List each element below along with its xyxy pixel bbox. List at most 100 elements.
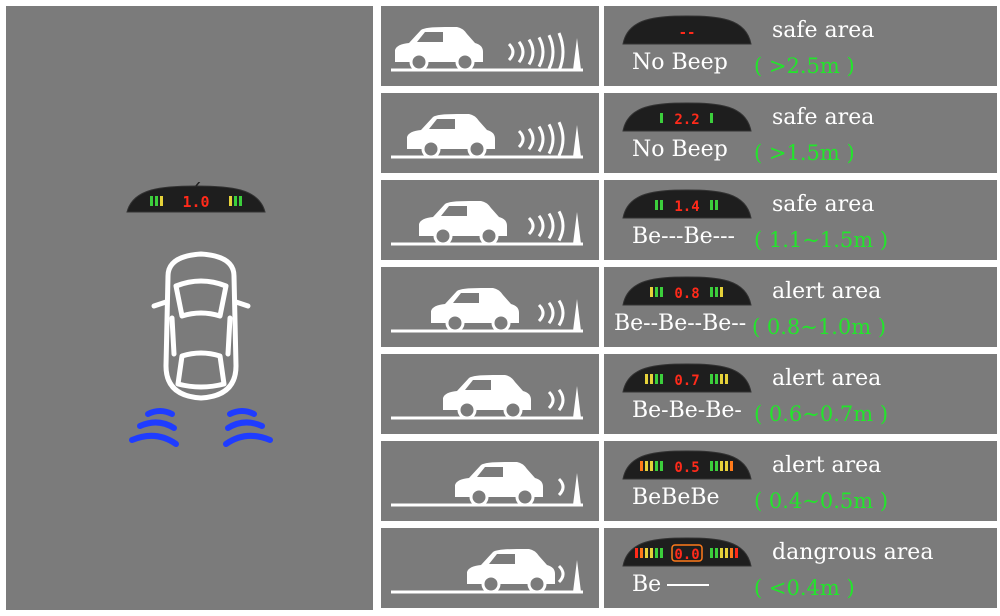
main-parking-display: 1.0 (126, 182, 266, 213)
beep-pattern: Be (632, 572, 710, 597)
rear-wheel (467, 139, 487, 159)
car-window (453, 293, 479, 303)
right-led-bar (725, 374, 728, 384)
beep-pattern: No Beep (632, 137, 728, 162)
front-wheel (421, 139, 441, 159)
display-reading: -- (679, 25, 696, 41)
parking-sensor-display: -- (622, 15, 752, 45)
car-illustration-cell (381, 6, 599, 86)
left-led-bar (655, 200, 658, 210)
status-cell: 1.4 safe area Be---Be--- ( 1.1~1.5m ) (604, 180, 997, 260)
display-reading: 0.5 (674, 460, 699, 476)
left-led-bar (655, 548, 658, 558)
obstacle-icon (573, 386, 581, 418)
distance-range: ( 0.4~0.5m ) (754, 489, 889, 513)
area-label: safe area (772, 105, 875, 130)
right-led-bar (715, 200, 718, 210)
car-approach-icon (391, 375, 583, 420)
car-approach-icon (391, 288, 583, 333)
sound-wave (547, 212, 555, 240)
status-cell: 0.8 alert area Be--Be--Be-- ( 0.8~1.0m ) (604, 267, 997, 347)
sound-wave (557, 210, 565, 242)
parking-sensor-display: 0.7 (622, 363, 752, 393)
area-label: dangrous area (772, 540, 934, 565)
right-led-bar (730, 461, 733, 471)
parking-sensor-display: 0.5 (622, 450, 752, 480)
display-housing (622, 102, 752, 132)
car-window (465, 380, 491, 390)
sound-wave (537, 125, 545, 153)
sound-wave (557, 477, 565, 497)
distance-range: ( >2.5m ) (754, 54, 855, 78)
left-led-bar (645, 548, 648, 558)
left-led-bar (655, 287, 658, 297)
car-approach-icon (391, 114, 583, 159)
display-reading: 2.2 (674, 112, 699, 128)
right-led-bar (735, 548, 738, 558)
sound-wave (507, 42, 515, 62)
sound-wave (537, 303, 545, 323)
car-approach-icon (391, 549, 583, 594)
rear-wheel (455, 52, 475, 72)
display-highlight (671, 544, 703, 562)
sound-wave (547, 123, 555, 155)
right-led-bar (715, 287, 718, 297)
obstacle-icon (573, 299, 581, 331)
right-led-bar (725, 548, 728, 558)
car-illustration-cell (381, 441, 599, 521)
display-housing (622, 189, 752, 219)
sound-wave (527, 216, 535, 236)
obstacle-icon (573, 473, 581, 505)
right-led-bar (710, 461, 713, 471)
distance-level-row: 2.2 safe area No Beep ( >1.5m ) (381, 93, 997, 173)
car-window (417, 32, 443, 42)
main-right-led-bars (229, 196, 242, 206)
distance-range: ( 0.6~0.7m ) (754, 402, 889, 426)
obstacle-icon (573, 38, 581, 70)
sound-wave (517, 40, 525, 64)
status-cell: 0.5 alert area BeBeBe ( 0.4~0.5m ) (604, 441, 997, 521)
obstacle-icon (573, 212, 581, 244)
sound-wave (557, 299, 565, 327)
right-led-bar (720, 461, 723, 471)
beep-pattern: Be--Be--Be-- (614, 311, 747, 336)
car-illustration-cell (381, 93, 599, 173)
left-led-bar (660, 113, 663, 123)
rear-wheel (479, 226, 499, 246)
left-led-bar (660, 548, 663, 558)
front-wheel (469, 487, 489, 507)
sound-wave (547, 390, 555, 410)
display-reading: 0.8 (674, 286, 699, 302)
right-led-bar (715, 461, 718, 471)
car-window (441, 206, 467, 216)
parking-sensor-display: 2.2 (622, 102, 752, 132)
right-led-bar (720, 374, 723, 384)
sound-wave (557, 121, 565, 157)
distance-level-row: 0.5 alert area BeBeBe ( 0.4~0.5m ) (381, 441, 997, 521)
left-led-bar (640, 548, 643, 558)
right-led-bar (720, 548, 723, 558)
right-led-bar (710, 113, 713, 123)
front-wheel (457, 400, 477, 420)
left-led-bar (660, 374, 663, 384)
left-led-bar (660, 461, 663, 471)
distance-level-row: 1.4 safe area Be---Be--- ( 1.1~1.5m ) (381, 180, 997, 260)
display-reading: 1.4 (674, 199, 699, 215)
car-top-view-icon (129, 251, 273, 447)
parking-sensor-display: 0.0 (622, 537, 752, 567)
right-led-bar (720, 287, 723, 297)
sound-wave (547, 301, 555, 325)
display-housing (622, 276, 752, 306)
parking-sensor-display: 1.4 (622, 189, 752, 219)
beep-pattern: No Beep (632, 50, 728, 75)
distance-level-row: 0.7 alert area Be-Be-Be- ( 0.6~0.7m ) (381, 354, 997, 434)
right-led-bar (725, 461, 728, 471)
display-reading: 0.7 (674, 373, 699, 389)
front-wheel (481, 574, 501, 594)
left-led-bar (655, 374, 658, 384)
car-approach-icon (391, 201, 583, 246)
sound-wave (557, 388, 565, 412)
car-illustration-cell (381, 267, 599, 347)
car-illustration-cell (381, 354, 599, 434)
car-illustration-cell (381, 180, 599, 260)
